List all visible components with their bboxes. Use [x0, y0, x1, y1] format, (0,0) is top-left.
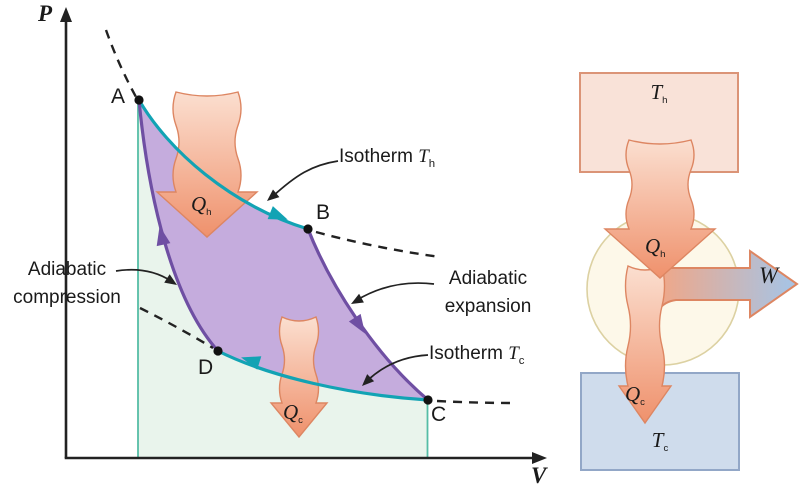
isotherm-cold-leader-arrowhead — [362, 374, 375, 386]
isotherm-cold-label: Isotherm Tc — [429, 343, 525, 367]
isotherm-hot-leader-arrowhead — [267, 189, 280, 201]
heat-out-label: Qc — [283, 400, 303, 427]
area-under-cycle — [138, 100, 428, 458]
isotherm-cold-direction-arrow — [241, 356, 262, 370]
y-axis-arrow — [60, 7, 72, 22]
work-output-label: W — [759, 263, 779, 288]
point-label-B: B — [316, 201, 331, 224]
isotherm-cold-curve — [217, 349, 429, 402]
state-point-C — [423, 395, 433, 405]
heat-out-arrow — [269, 316, 329, 439]
adiabatic-compression-leader-arrowhead — [164, 274, 177, 285]
point-label-D: D — [198, 356, 214, 379]
adiabatic-expansion-leader-arrowhead — [351, 293, 364, 304]
dashed-extension-before-D — [139, 306, 214, 350]
isotherm-hot-leader — [271, 160, 339, 198]
isotherm-cold-leader — [367, 354, 429, 381]
state-point-A — [134, 95, 144, 105]
heat-in-label: Qh — [191, 192, 212, 219]
dashed-extension-after-B — [315, 230, 441, 259]
isotherm-hot-label: Isotherm Th — [339, 146, 436, 170]
adiabatic-compression-label: Adiabatic compression — [13, 259, 121, 308]
x-axis-label: V — [531, 463, 547, 488]
heat-in-arrow — [155, 91, 259, 238]
dashed-extension-after-C — [436, 399, 513, 405]
hot-reservoir-label: Th — [650, 80, 668, 107]
adiabatic-expansion-direction-arrow — [348, 313, 366, 334]
dashed-extension-above-A — [104, 29, 138, 98]
isotherm-hot-direction-arrow — [267, 206, 288, 220]
heat-out-schematic-label: Qc — [625, 382, 645, 409]
y-axis-label: P — [38, 1, 53, 26]
adiabatic-compression-direction-arrow — [156, 226, 171, 247]
heat-in-arrow-schematic — [603, 139, 717, 279]
point-label-C: C — [431, 403, 447, 426]
heat-in-schematic-label: Qh — [645, 234, 666, 261]
state-point-D — [213, 346, 223, 356]
adiabatic-expansion-leader — [356, 282, 435, 301]
x-axis-arrow — [532, 452, 547, 464]
adiabatic-expansion-label: Adiabatic expansion — [444, 268, 532, 317]
cold-reservoir-label: Tc — [651, 428, 669, 455]
point-label-A: A — [111, 85, 126, 108]
state-point-B — [303, 224, 313, 234]
